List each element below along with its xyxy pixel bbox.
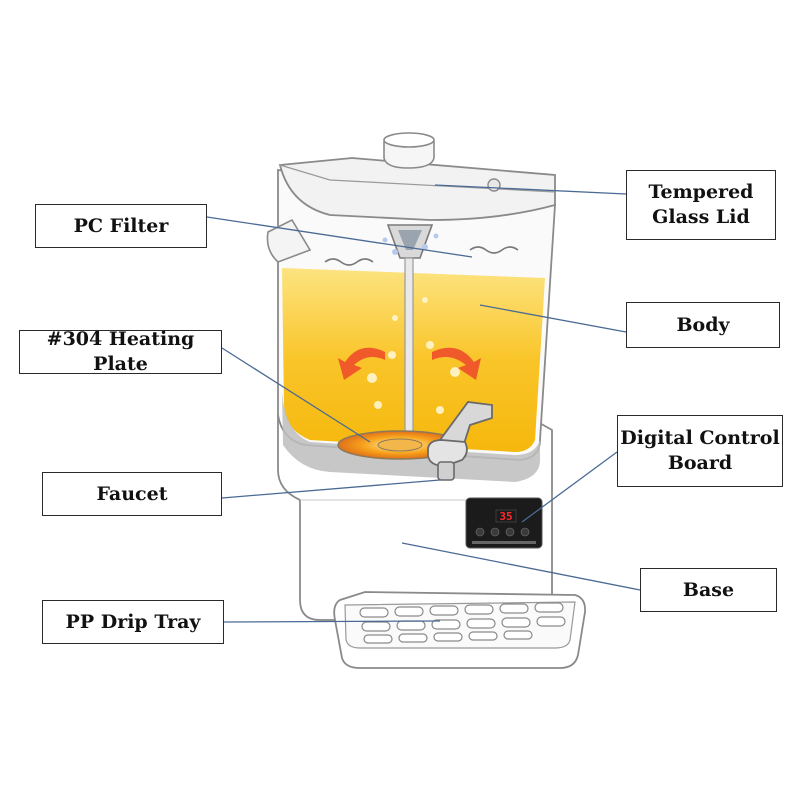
label-digital-control-board: Digital Control Board (617, 415, 783, 487)
label-pp-drip-tray: PP Drip Tray (42, 600, 224, 644)
label-heating-plate: #304 Heating Plate (19, 328, 222, 375)
drip-tray (333, 591, 586, 669)
label-faucet: Faucet (42, 472, 222, 516)
leader-body (479, 304, 627, 333)
foam-line (324, 246, 519, 266)
control-button-1[interactable] (475, 527, 485, 537)
leader-tempered-glass-lid (434, 184, 627, 195)
leader-pc-filter (206, 216, 473, 258)
control-button-3[interactable] (505, 527, 515, 537)
control-button-4[interactable] (520, 527, 530, 537)
leader-lines (206, 184, 641, 623)
side-handle (266, 218, 312, 263)
control-board: 35 (465, 497, 543, 549)
label-base: Base (640, 568, 777, 612)
bubbles (367, 297, 460, 414)
leader-pp-drip-tray (223, 620, 441, 623)
faucet-drawing (427, 401, 493, 481)
leader-base (401, 542, 641, 591)
control-button-2[interactable] (490, 527, 500, 537)
label-pc-filter: PC Filter (35, 204, 207, 248)
filter-stem (404, 257, 414, 449)
label-body: Body (626, 302, 780, 348)
glass-lid (278, 132, 556, 221)
leader-faucet (221, 479, 441, 499)
heat-arrows (338, 347, 481, 380)
label-tempered-glass-lid: Tempered Glass Lid (626, 170, 776, 240)
leader-digital-control-board (521, 451, 618, 523)
display-readout: 35 (499, 510, 512, 523)
leader-heating-plate (221, 347, 371, 443)
